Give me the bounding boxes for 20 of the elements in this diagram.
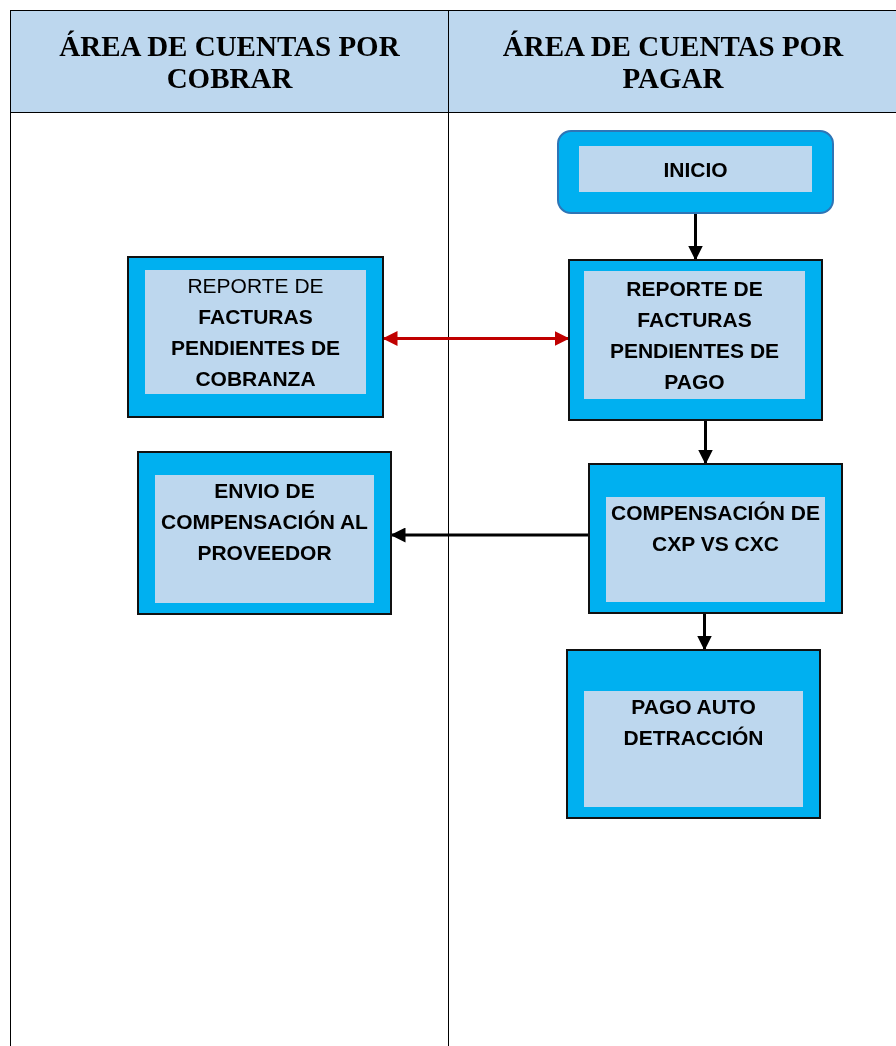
lane-header: ÁREA DE CUENTAS POR PAGAR: [449, 11, 896, 113]
process-box: [588, 463, 843, 614]
process-label: INICIO: [579, 146, 812, 192]
process-label: PAGO AUTO DETRACCIÓN: [584, 691, 803, 807]
arrow: [698, 421, 713, 465]
process-label: REPORTE DE FACTURAS PENDIENTES DE COBRANZA: [145, 270, 366, 394]
arrow: [688, 214, 703, 261]
lane-header: ÁREA DE CUENTAS POR COBRAR: [11, 11, 448, 113]
process-box: [137, 451, 392, 615]
process-label: COMPENSACIÓN DE CXP VS CXC: [606, 497, 825, 602]
start-terminal: [557, 130, 834, 214]
arrow: [697, 614, 712, 651]
swimlane: [10, 10, 449, 1046]
process-label: ENVIO DE COMPENSACIÓN AL PROVEEDOR: [155, 475, 374, 603]
process-box: [568, 259, 823, 421]
process-box: [127, 256, 384, 418]
arrow: [382, 331, 570, 346]
process-label: REPORTE DE FACTURAS PENDIENTES DE PAGO: [584, 271, 805, 399]
arrow: [390, 527, 588, 543]
process-box: [566, 649, 821, 819]
